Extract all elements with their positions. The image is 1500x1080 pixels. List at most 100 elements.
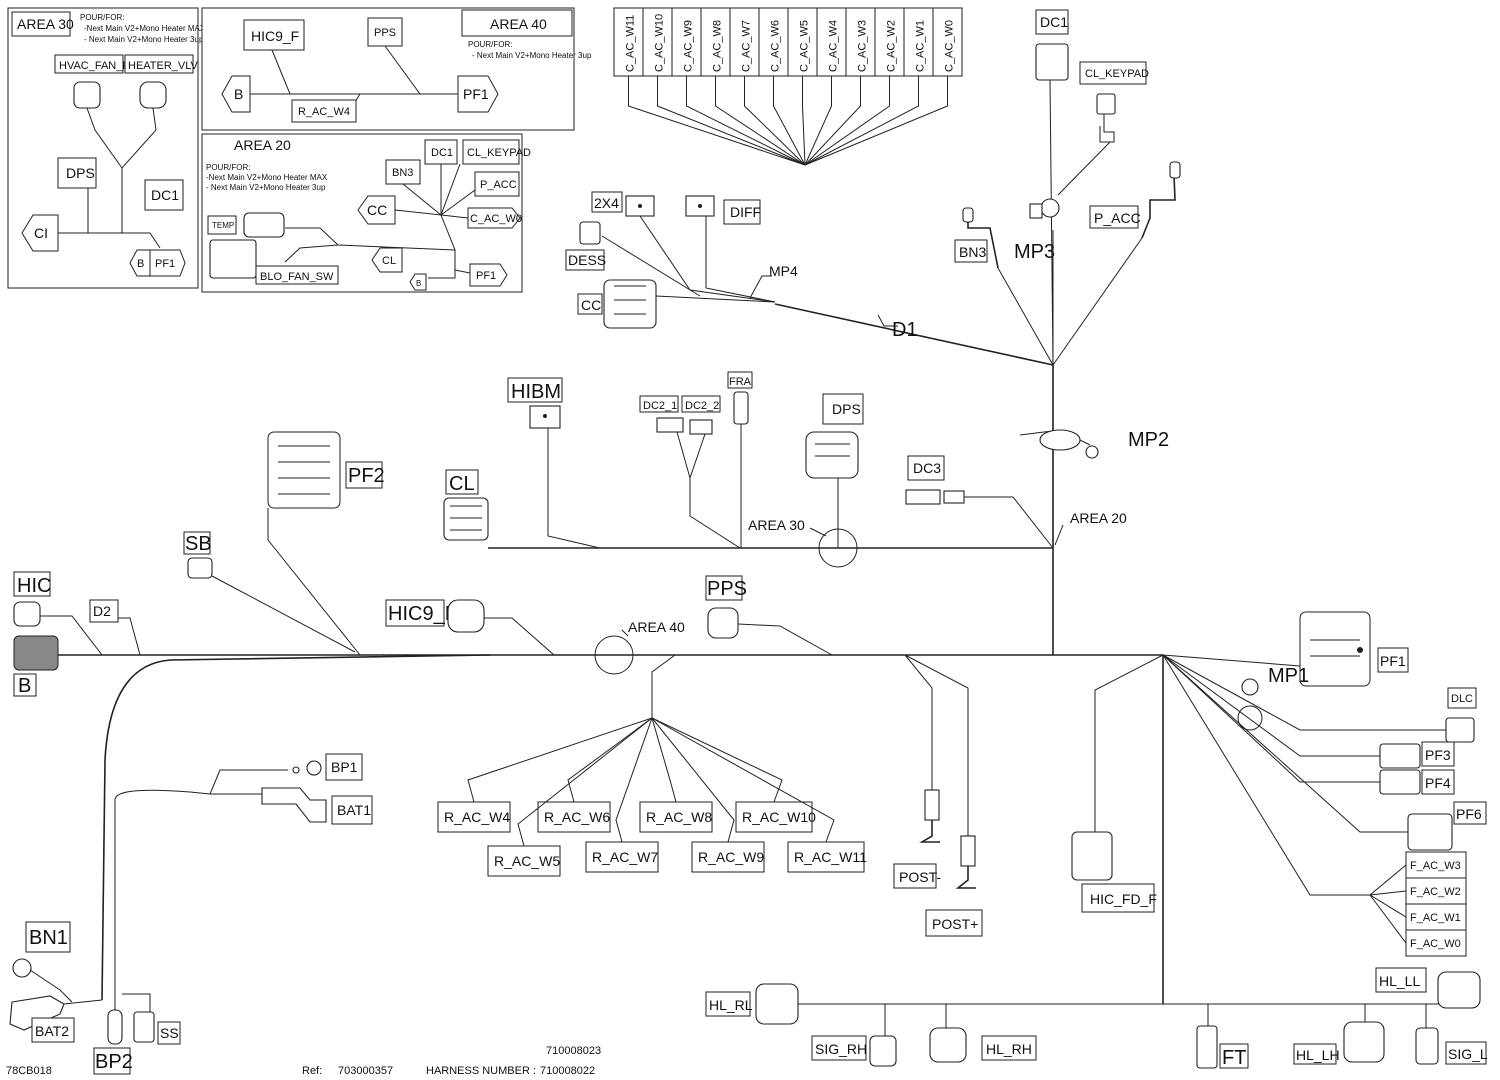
- r-ac-label-raw7: R_AC_W7: [592, 849, 658, 865]
- hl-lh-label: HL_LH: [1296, 1047, 1340, 1063]
- pf4-label: PF4: [1425, 775, 1451, 791]
- area-30-dps-label: DPS: [66, 165, 95, 181]
- area-20-blofan-label: BLO_FAN_SW: [260, 271, 334, 283]
- footer: 78CB018 Ref: 703000357 HARNESS NUMBER : …: [6, 1045, 601, 1077]
- b-label: B: [18, 675, 31, 697]
- top-connector-wire: [804, 76, 919, 166]
- r-ac-wire: [567, 717, 653, 803]
- bn1-label: BN1: [29, 927, 68, 949]
- cl-keypad-label: CL_KEYPAD: [1085, 68, 1149, 80]
- hic9f-connector-icon: [447, 599, 485, 633]
- post-minus-terminal-icon: [924, 789, 940, 821]
- area-40-marker-label: AREA 40: [628, 619, 685, 635]
- hvac-fan-connector-icon: [73, 81, 101, 109]
- bp1-label: BP1: [331, 759, 358, 775]
- main-trunk: MP2 AREA 20: [1019, 365, 1169, 655]
- cl-branch: CL HIBM DC2_1 DC2_2 FRA DPS AREA 30 DC3: [443, 371, 1054, 568]
- area-40-pf1-label: PF1: [463, 86, 489, 102]
- r-ac-wire: [651, 717, 835, 843]
- area-30-heater-vlv-label: HEATER_VLV: [128, 60, 199, 72]
- raw10-box: [735, 801, 813, 833]
- hic9f-label: HIC9_F: [388, 603, 457, 625]
- mp3-bolt-icon: [1029, 203, 1043, 219]
- area-20-cl-label: CL: [382, 255, 396, 267]
- area-40-inset: AREA 40 POUR/FOR: - Next Main V2+Mono He…: [201, 7, 592, 131]
- mp3-clamp-icon: [1040, 198, 1060, 218]
- pf2-connector-icon: [267, 431, 341, 509]
- r-ac-wire: [651, 717, 735, 843]
- r-ac-wire: [467, 717, 653, 803]
- r-ac-label-raw10: R_AC_W10: [742, 809, 816, 825]
- top-connector-label-c-ac-w11: C_AC_W11: [625, 15, 637, 72]
- f-ac-w0-label: F_AC_W0: [1410, 938, 1461, 950]
- dc3-connector-a-icon: [905, 489, 941, 505]
- area-30-note-heading: POUR/FOR:: [80, 13, 124, 22]
- bn3-stud-icon: [962, 207, 974, 223]
- area-30-note-3up: - Next Main V2+Mono Heater 3up: [84, 35, 204, 44]
- area-20-marker-label: AREA 20: [1070, 510, 1127, 526]
- pf1-connector-icon: [1299, 611, 1371, 687]
- ss-connector-icon: [133, 1011, 155, 1043]
- top-connector-wire: [657, 76, 806, 166]
- area-20-pf1-label: PF1: [476, 270, 496, 282]
- r-ac-label-raw4: R_AC_W4: [444, 809, 510, 825]
- ft-label: FT: [1222, 1047, 1246, 1069]
- raw7-box: [585, 841, 659, 873]
- hl-rl-connector-icon: [755, 983, 799, 1025]
- area-20-dc1-label: DC1: [431, 147, 453, 159]
- r-ac-label-raw6: R_AC_W6: [544, 809, 610, 825]
- d2-label: D2: [93, 603, 111, 619]
- bat1-terminal-icon: [261, 787, 327, 823]
- dc1-label: DC1: [1040, 14, 1068, 30]
- pf6-connector-icon: [1407, 813, 1453, 851]
- cc-connector-icon: [603, 279, 657, 329]
- area-40-pps-label: PPS: [374, 27, 396, 39]
- r-ac-wire: [651, 717, 677, 803]
- sig-l-connector-icon: [1415, 1027, 1439, 1065]
- bn3-label: BN3: [959, 244, 986, 260]
- post-plus-label: POST+: [932, 916, 978, 932]
- top-connector-wire: [804, 76, 948, 166]
- top-connector-wire: [686, 76, 806, 166]
- mp4-cluster: 2X4 DIFF DESS CC MP4 D1: [565, 191, 1054, 366]
- top-connector-label-c-ac-w5: C_AC_W5: [799, 20, 811, 72]
- bat2-terminal-icon: [9, 995, 65, 1031]
- p-acc-stud-icon: [1169, 161, 1181, 179]
- cl-label: CL: [449, 473, 475, 495]
- top-connector-wire: [804, 76, 861, 166]
- area-40-rw4-label: R_AC_W4: [298, 106, 350, 118]
- area-30-ci-label: CI: [34, 225, 48, 241]
- fra-label: FRA: [729, 376, 752, 388]
- raw8-box: [639, 801, 713, 833]
- mp1-bolt-icon: [1241, 678, 1259, 696]
- mp2-bolt-icon: [1085, 445, 1099, 459]
- ss-label: SS: [160, 1025, 179, 1041]
- lower-trunk: PF2 SB HIC B D2 HIC9_F AREA 40 PPS: [13, 431, 1163, 1001]
- ft-connector-icon: [1196, 1025, 1218, 1069]
- area-30-title: AREA 30: [17, 16, 74, 32]
- area-30-marker-label: AREA 30: [748, 517, 805, 533]
- drawing-code: 78CB018: [6, 1065, 52, 1077]
- sig-l-label: SIG_L: [1448, 1046, 1488, 1062]
- top-connector-wire: [802, 76, 806, 166]
- top-connector-wire: [744, 76, 806, 166]
- cl-keypad-connector-icon: [1096, 93, 1116, 115]
- d1-label: D1: [892, 319, 918, 341]
- area-20-pacc-label: P_ACC: [480, 179, 517, 191]
- hibm-label: HIBM: [511, 381, 561, 403]
- hl-rh-label: HL_RH: [986, 1041, 1032, 1057]
- top-connector-label-c-ac-w9: C_AC_W9: [683, 20, 695, 72]
- r-ac-wire: [651, 717, 783, 803]
- bp2-terminal-icon: [107, 1009, 123, 1045]
- mp4-label: MP4: [769, 263, 798, 279]
- area-20-note-3up: - Next Main V2+Mono Heater 3up: [206, 183, 326, 192]
- raw4-box: [437, 801, 511, 833]
- top-connector-wire: [715, 76, 806, 166]
- cl-connector-icon: [443, 497, 489, 541]
- sb-label: SB: [185, 533, 212, 555]
- r-ac-label-raw8: R_AC_W8: [646, 809, 712, 825]
- area-30-pf1-label: PF1: [155, 258, 175, 270]
- dc3-label: DC3: [913, 460, 941, 476]
- dc2-2-connector-icon: [689, 419, 713, 435]
